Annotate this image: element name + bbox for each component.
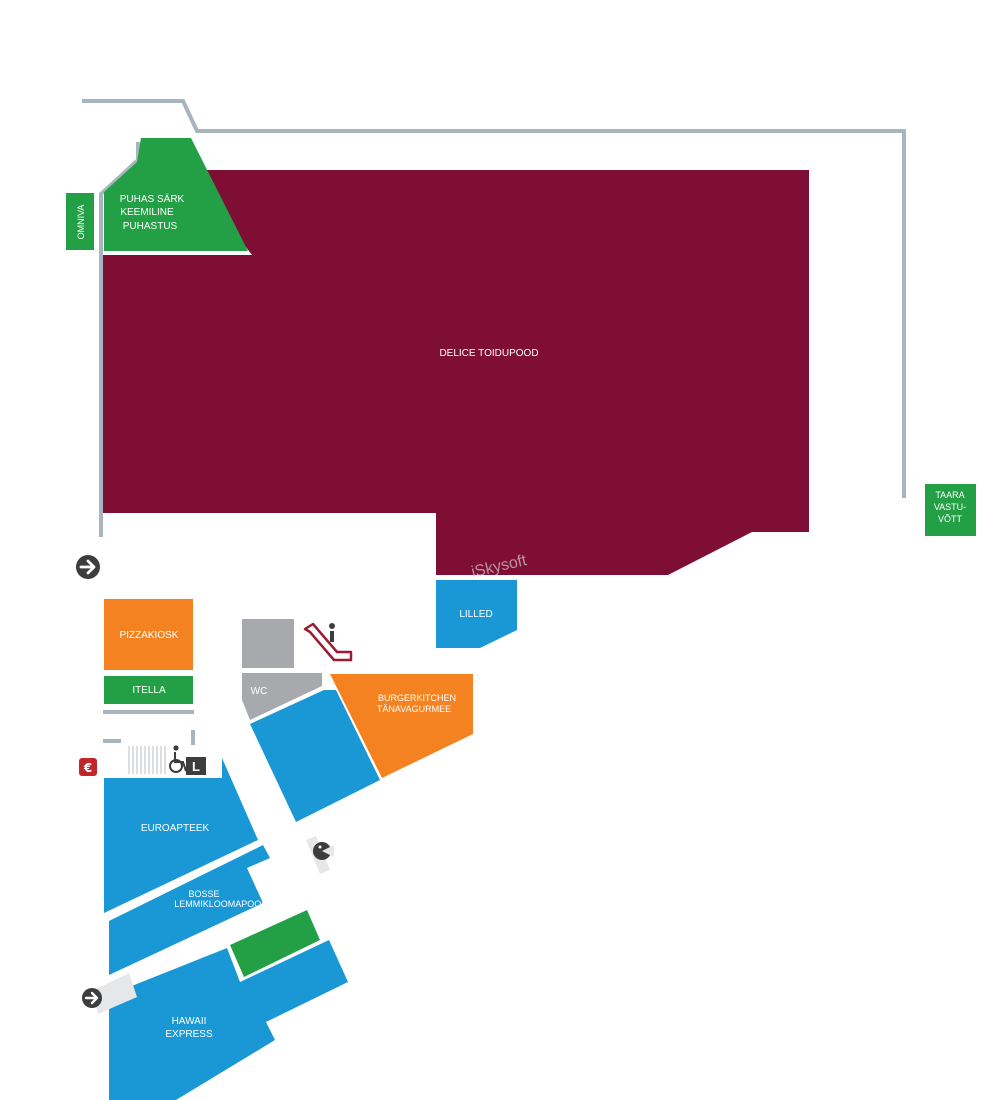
burgerkitchen-label-2: TÄNAVAGURMEE [377, 704, 451, 714]
burgerkitchen-label-1: BURGERKITCHEN [378, 693, 456, 703]
escalator-icon [303, 622, 353, 662]
delice-shape [103, 170, 809, 575]
pizzakiosk-shape [104, 599, 193, 670]
taara-label-1: TAARA [935, 490, 964, 500]
lift-icon: L [186, 757, 206, 775]
store-bosse[interactable]: BOSSE LEMMIKLOOMAPOOD [109, 845, 270, 975]
euro-icon: € [79, 758, 97, 776]
outer-wall-left [99, 142, 140, 537]
wheelchair-icon [169, 745, 187, 773]
svg-text:€: € [83, 761, 92, 775]
taara-shape [925, 484, 976, 536]
svg-text:L: L [192, 759, 200, 774]
bosse-label-1: BOSSE [188, 889, 219, 899]
wc-shape [242, 673, 322, 720]
puhas-sark-label-1: PUHAS SÄRK [120, 193, 185, 205]
hawaii-shape [109, 940, 348, 1100]
store-itella[interactable]: ITELLA [104, 676, 193, 704]
lower-entrance-arrow-icon[interactable] [82, 988, 102, 1008]
omniva-shape [66, 193, 94, 250]
puhas-sark-label-3: PUHASTUS [123, 221, 178, 232]
lilled-label: LILLED [459, 609, 492, 620]
itella-label: ITELLA [132, 685, 166, 696]
store-burgerkitchen[interactable]: BURGERKITCHEN TÄNAVAGURMEE [330, 674, 473, 778]
building-walls [82, 99, 906, 745]
taara-label-3: VÕTT [938, 514, 963, 524]
store-omniva[interactable]: OMNIVA [66, 193, 94, 250]
corridor-lower-entrance [92, 973, 137, 1014]
lilled-shape [436, 580, 517, 648]
pacman-icon [313, 842, 334, 860]
outer-wall-top [82, 99, 906, 498]
store-unnamed-green[interactable] [230, 910, 320, 977]
burgerkitchen-shape [330, 674, 473, 778]
wc-label: WC [251, 686, 268, 697]
euroapteek-shape [104, 758, 258, 913]
taara-label-2: VASTU- [934, 502, 966, 512]
store-taara-vastuvott[interactable]: TAARA VASTU- VÕTT [925, 484, 976, 536]
hawaii-label-1: HAWAII [172, 1016, 207, 1027]
store-pizzakiosk[interactable]: PIZZAKIOSK [104, 599, 193, 670]
service-area [242, 619, 294, 668]
pizzakiosk-label: PIZZAKIOSK [120, 630, 179, 641]
bosse-shape [109, 845, 270, 975]
store-unnamed-blue[interactable] [250, 690, 380, 822]
store-hawaii-express[interactable]: HAWAII EXPRESS [109, 940, 348, 1100]
stairs-icon [128, 746, 166, 774]
store-puhas-sark[interactable]: PUHAS SÄRK KEEMILINE PUHASTUS [104, 138, 248, 251]
bosse-label-2: LEMMIKLOOMAPOOD [174, 899, 268, 909]
entrance-arrow-icon[interactable] [76, 555, 100, 579]
omniva-label: OMNIVA [76, 205, 86, 240]
hawaii-label-2: EXPRESS [165, 1029, 213, 1040]
puhas-sark-shape [104, 138, 248, 251]
delice-label: DELICE TOIDUPOOD [439, 348, 538, 359]
store-lilled[interactable]: LILLED [436, 580, 517, 648]
itella-shape [104, 676, 193, 704]
puhas-sark-label-2: KEEMILINE [120, 207, 174, 218]
store-delice-toidupood[interactable]: DELICE TOIDUPOOD [103, 170, 809, 575]
store-euroapteek[interactable]: EUROAPTEEK [104, 758, 258, 913]
wc[interactable]: WC [242, 673, 322, 720]
euroapteek-label: EUROAPTEEK [141, 823, 210, 834]
